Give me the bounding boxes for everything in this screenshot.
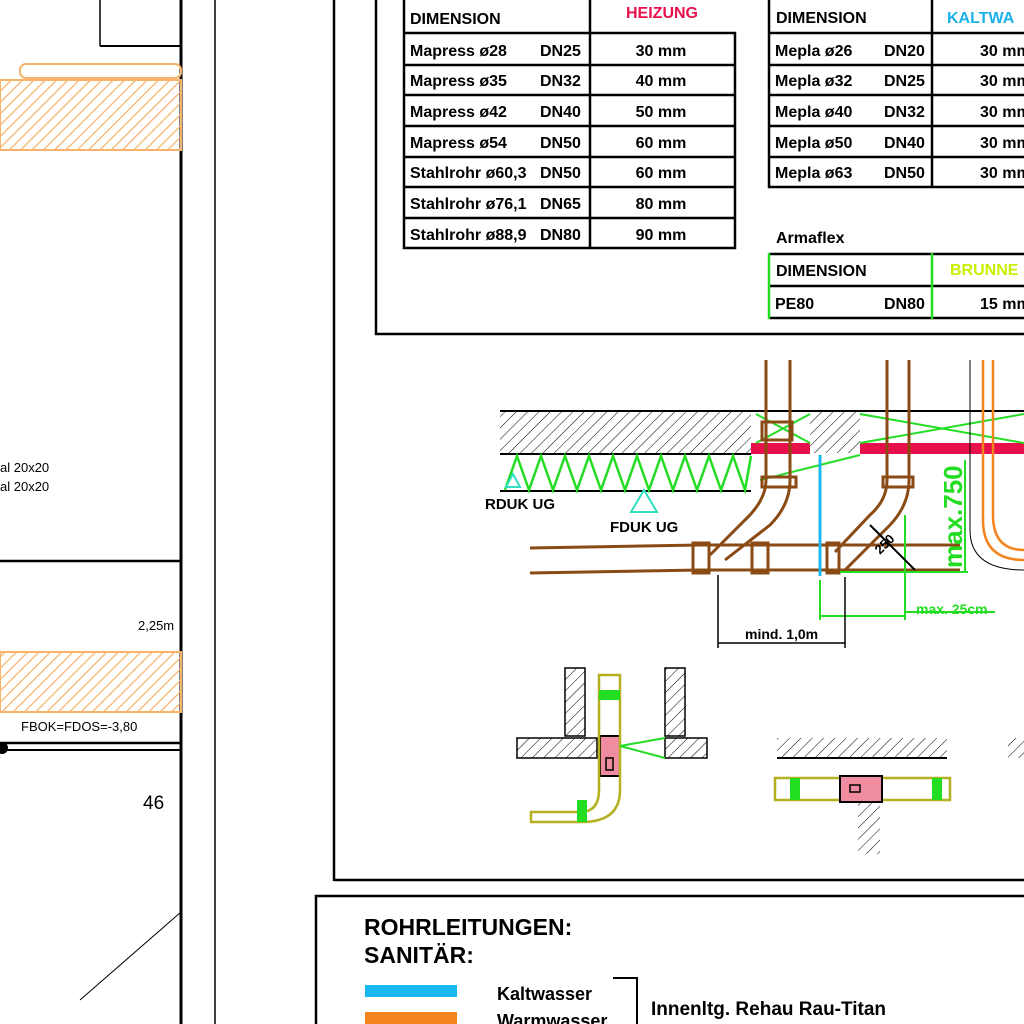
armaflex-pipe: PE80 [775, 296, 814, 313]
heizung-rows: Mapress ø28 DN25 30 mm Mapress ø35 DN32 40 mm… [410, 43, 686, 244]
wall-penetration-detail [516, 667, 1024, 854]
heizung-row-insulation: 30 mm [636, 43, 687, 60]
kaltwasser-row-pipe: Mepla ø63 [775, 165, 852, 182]
kaltwasser-row-dn: DN32 [884, 104, 925, 121]
kaltwasser-row-dn: DN40 [884, 135, 925, 152]
heizung-row-dn: DN40 [540, 104, 581, 121]
kaltwasser-row-insulation: 30 mm [980, 43, 1024, 60]
heizung-row-pipe: Stahlrohr ø60,3 [410, 165, 527, 182]
armaflex-title: BRUNNE [950, 262, 1019, 279]
heizung-row-insulation: 40 mm [636, 73, 687, 90]
kaltwasser-rows: Mepla ø26 DN20 30 mm Mepla ø32 DN25 30 mm Mepl… [775, 43, 1024, 182]
heizung-row-pipe: Mapress ø42 [410, 104, 507, 121]
kaltwasser-row-dn: DN20 [884, 43, 925, 60]
heizung-row-dn: DN65 [540, 196, 581, 213]
profile-label-2: al 20x20 [0, 479, 49, 494]
armaflex-table [767, 252, 1024, 320]
legend: ROHRLEITUNGEN: SANITÄR: Kaltwasser Warmw… [314, 894, 1024, 1024]
fire-sleeve [860, 443, 1024, 454]
angle-dimension: 250 [872, 531, 898, 557]
table-frame [374, 0, 1024, 336]
legend-label-kaltwasser: Kaltwasser [497, 984, 592, 1004]
legend-swatch-kaltwasser [365, 985, 457, 997]
max-width-dimension: max. 25cm [916, 601, 988, 617]
floor-level-label: FBOK=FDOS=-3,80 [21, 719, 137, 734]
heizung-row-pipe: Stahlrohr ø76,1 [410, 196, 527, 213]
height-label: 2,25m [138, 618, 174, 633]
heizung-table [402, 0, 737, 250]
legend-label-warmwasser: Warmwasser [497, 1011, 607, 1024]
left-plan-panel: al 20x20 al 20x20 2,25m FBOK=FDOS=-3,80 … [0, 0, 216, 1024]
heizung-row-insulation: 90 mm [636, 227, 687, 244]
rduk-label: RDUK UG [485, 496, 555, 513]
kaltwasser-header: DIMENSION [776, 10, 867, 27]
insulation-zigzag [503, 452, 753, 495]
heizung-row-pipe: Stahlrohr ø88,9 [410, 227, 527, 244]
kaltwasser-row-insulation: 30 mm [980, 135, 1024, 152]
kaltwasser-row-insulation: 30 mm [980, 165, 1024, 182]
heizung-row-insulation: 50 mm [636, 104, 687, 121]
heizung-title: HEIZUNG [626, 5, 698, 22]
heizung-row-dn: DN25 [540, 43, 581, 60]
heizung-row-pipe: Mapress ø28 [410, 43, 507, 60]
armaflex-header: DIMENSION [776, 263, 867, 280]
legend-title-2: SANITÄR: [364, 942, 474, 968]
legend-note: Innenltg. Rehau Rau-Titan [651, 999, 886, 1020]
legend-title-1: ROHRLEITUNGEN: [364, 914, 572, 940]
kaltwasser-title: KALTWA [947, 10, 1015, 27]
heizung-row-insulation: 60 mm [636, 165, 687, 182]
heizung-row-dn: DN32 [540, 73, 581, 90]
heizung-row-insulation: 80 mm [636, 196, 687, 213]
kaltwasser-row-pipe: Mepla ø50 [775, 135, 852, 152]
kaltwasser-row-dn: DN50 [884, 165, 925, 182]
heizung-row-pipe: Mapress ø54 [410, 135, 507, 152]
armaflex-label: Armaflex [776, 230, 845, 247]
armaflex-insulation: 15 mm [980, 296, 1024, 313]
heizung-row-dn: DN50 [540, 165, 581, 182]
heizung-row-dn: DN80 [540, 227, 581, 244]
fire-sleeve [751, 443, 810, 454]
legend-swatch-warmwasser [365, 1012, 457, 1024]
max-height-dimension: max.750 [938, 465, 968, 568]
kaltwasser-row-pipe: Mepla ø40 [775, 104, 852, 121]
fduk-label: FDUK UG [610, 519, 678, 536]
kaltwasser-row-dn: DN25 [884, 73, 925, 90]
heizung-row-pipe: Mapress ø35 [410, 73, 507, 90]
kaltwasser-row-insulation: 30 mm [980, 104, 1024, 121]
kaltwasser-table [767, 0, 1024, 189]
kaltwasser-row-pipe: Mepla ø26 [775, 43, 852, 60]
room-number: 46 [143, 793, 164, 814]
min-distance-dimension: mind. 1,0m [745, 626, 818, 642]
kaltwasser-row-insulation: 30 mm [980, 73, 1024, 90]
kaltwasser-row-pipe: Mepla ø32 [775, 73, 852, 90]
armaflex-dn: DN80 [884, 296, 925, 313]
heizung-row-dn: DN50 [540, 135, 581, 152]
heizung-header: DIMENSION [410, 11, 501, 28]
heizung-row-insulation: 60 mm [636, 135, 687, 152]
pipe-section-detail: RDUK UG FDUK UG max.750 max. 25cm 250 mi… [485, 360, 1024, 648]
profile-label-1: al 20x20 [0, 460, 49, 475]
